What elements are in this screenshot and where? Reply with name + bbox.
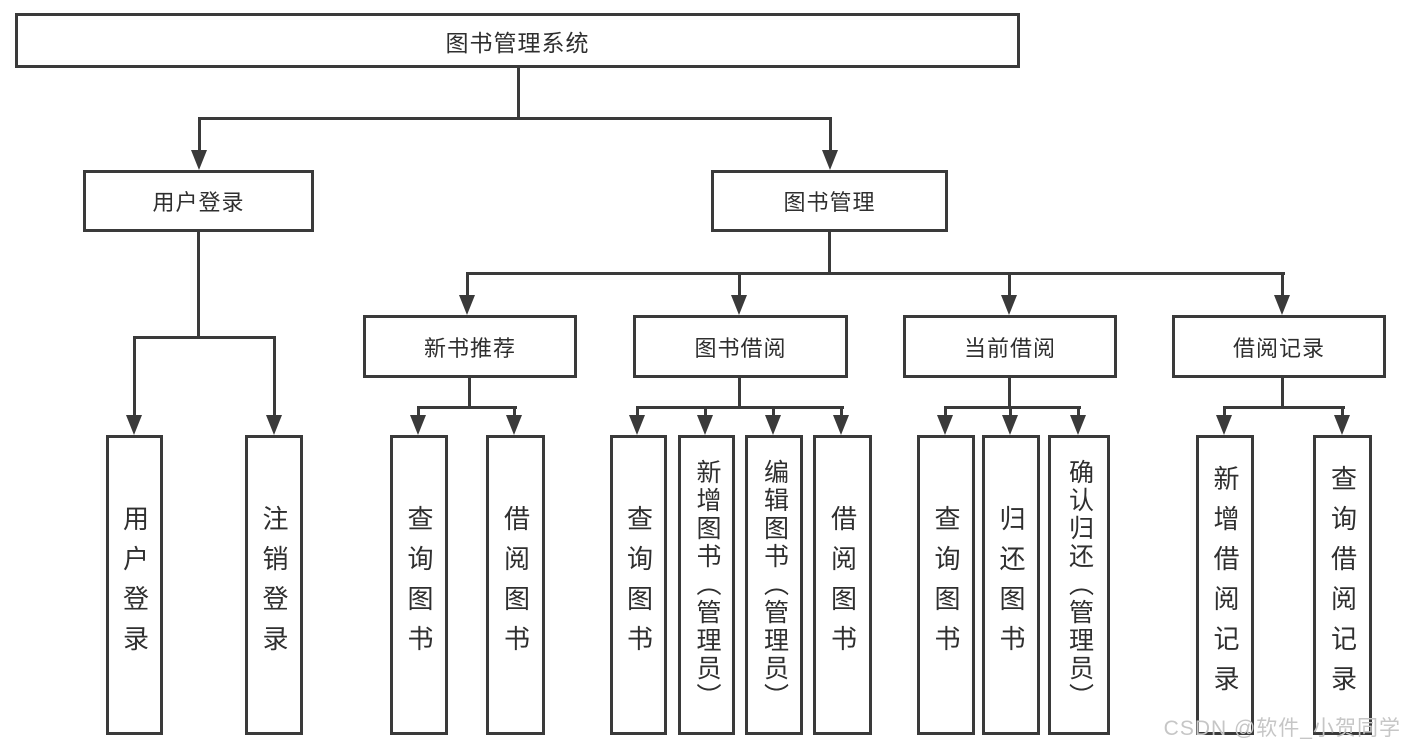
connector-drop-leaf <box>1341 406 1344 419</box>
node-user-login: 用户登录 <box>83 170 314 232</box>
node-user-login-label: 用户登录 <box>152 190 245 215</box>
arrow-down-icon <box>937 415 953 435</box>
leaf-user-login-label: 用户登录 <box>119 505 150 665</box>
arrow-down-icon <box>629 415 645 435</box>
leaf-query-book-borrow-label: 查询图书 <box>623 505 654 665</box>
arrow-down-icon <box>1334 415 1350 435</box>
leaf-borrow-book-label: 借阅图书 <box>827 505 858 665</box>
leaf-query-borrow-record: 查询借阅记录 <box>1313 435 1372 735</box>
connector-drop-leaf <box>704 406 707 419</box>
connector-drop-level3 <box>466 272 469 298</box>
leaf-add-book-admin: 新增图书（管理员） <box>678 435 735 735</box>
connector-book-borrow-hbar <box>636 406 844 409</box>
connector-drop-leaf <box>1223 406 1226 419</box>
connector-book-borrow-stem <box>738 376 741 409</box>
leaf-edit-book-admin-label: 编辑图书（管理员） <box>760 459 789 711</box>
connector-drop-leaf <box>1077 406 1080 419</box>
connector-drop-leaf <box>133 336 136 418</box>
watermark: CSDN @软件_小贺同学 <box>1163 717 1401 740</box>
connector-user-login-hbar <box>133 336 276 339</box>
leaf-query-book-current-label: 查询图书 <box>931 505 961 665</box>
arrow-down-icon <box>833 415 849 435</box>
leaf-query-book-recommend-label: 查询图书 <box>404 505 434 665</box>
leaf-query-book-current: 查询图书 <box>917 435 975 735</box>
leaf-add-book-admin-label: 新增图书（管理员） <box>693 459 721 711</box>
connector-level3-hbar <box>466 272 1285 275</box>
arrow-down-icon <box>1070 415 1086 435</box>
connector-drop-level3 <box>1008 272 1011 298</box>
node-library-system-label: 图书管理系统 <box>445 29 590 56</box>
leaf-query-book-recommend: 查询图书 <box>390 435 448 735</box>
node-new-book-recommend-label: 新书推荐 <box>423 335 516 361</box>
node-current-borrow: 当前借阅 <box>903 315 1117 378</box>
node-library-system: 图书管理系统 <box>15 13 1020 68</box>
node-book-management: 图书管理 <box>711 170 948 232</box>
node-book-management-label: 图书管理 <box>783 190 876 215</box>
leaf-logout: 注销登录 <box>245 435 303 735</box>
connector-drop-user-login <box>198 117 201 153</box>
leaf-add-borrow-record: 新增借阅记录 <box>1196 435 1254 735</box>
leaf-edit-book-admin: 编辑图书（管理员） <box>745 435 803 735</box>
arrow-down-icon <box>1274 295 1290 315</box>
arrow-down-icon <box>410 415 426 435</box>
leaf-return-book-label: 归还图书 <box>996 505 1026 665</box>
connector-drop-level3 <box>1281 272 1284 298</box>
connector-level1-hbar <box>198 117 832 120</box>
arrow-down-icon <box>1216 415 1232 435</box>
connector-drop-leaf <box>772 406 775 419</box>
leaf-query-book-borrow: 查询图书 <box>610 435 667 735</box>
node-book-borrow-label: 图书借阅 <box>694 335 787 361</box>
connector-borrow-record-stem <box>1281 376 1284 409</box>
connector-current-borrow-stem <box>1008 376 1011 409</box>
connector-drop-leaf <box>417 406 420 419</box>
connector-user-login-stem <box>197 230 200 336</box>
connector-drop-leaf <box>944 406 947 419</box>
leaf-borrow-book: 借阅图书 <box>813 435 872 735</box>
leaf-borrow-book-recommend-label: 借阅图书 <box>500 505 531 665</box>
arrow-down-icon <box>822 150 838 170</box>
arrow-down-icon <box>459 295 475 315</box>
arrow-down-icon <box>506 415 522 435</box>
arrow-down-icon <box>765 415 781 435</box>
leaf-confirm-return-admin-label: 确认归还（管理员） <box>1065 459 1094 711</box>
connector-drop-level3 <box>738 272 741 298</box>
leaf-logout-label: 注销登录 <box>259 505 289 665</box>
arrow-down-icon <box>731 295 747 315</box>
leaf-query-borrow-record-label: 查询借阅记录 <box>1327 465 1358 705</box>
connector-drop-book-management <box>829 117 832 153</box>
arrow-down-icon <box>697 415 713 435</box>
arrow-down-icon <box>1001 295 1017 315</box>
connector-drop-leaf <box>513 406 516 419</box>
node-current-borrow-label: 当前借阅 <box>963 335 1056 361</box>
leaf-confirm-return-admin: 确认归还（管理员） <box>1048 435 1110 735</box>
leaf-return-book: 归还图书 <box>982 435 1040 735</box>
node-borrow-record-label: 借阅记录 <box>1232 335 1325 361</box>
connector-new-book-stem <box>468 376 471 409</box>
arrow-down-icon <box>266 415 282 435</box>
node-book-borrow: 图书借阅 <box>633 315 848 378</box>
connector-drop-leaf <box>273 336 276 418</box>
leaf-user-login: 用户登录 <box>106 435 163 735</box>
connector-book-management-stem <box>828 230 831 275</box>
connector-drop-leaf <box>840 406 843 419</box>
node-borrow-record: 借阅记录 <box>1172 315 1386 378</box>
arrow-down-icon <box>1002 415 1018 435</box>
connector-drop-leaf <box>636 406 639 419</box>
node-new-book-recommend: 新书推荐 <box>363 315 577 378</box>
connector-borrow-record-hbar <box>1223 406 1345 409</box>
arrow-down-icon <box>191 150 207 170</box>
arrow-down-icon <box>126 415 142 435</box>
connector-root-stem <box>517 68 520 119</box>
connector-new-book-hbar <box>417 406 517 409</box>
connector-current-borrow-hbar <box>944 406 1081 409</box>
leaf-borrow-book-recommend: 借阅图书 <box>486 435 545 735</box>
leaf-add-borrow-record-label: 新增借阅记录 <box>1210 465 1240 705</box>
connector-drop-leaf <box>1009 406 1012 419</box>
